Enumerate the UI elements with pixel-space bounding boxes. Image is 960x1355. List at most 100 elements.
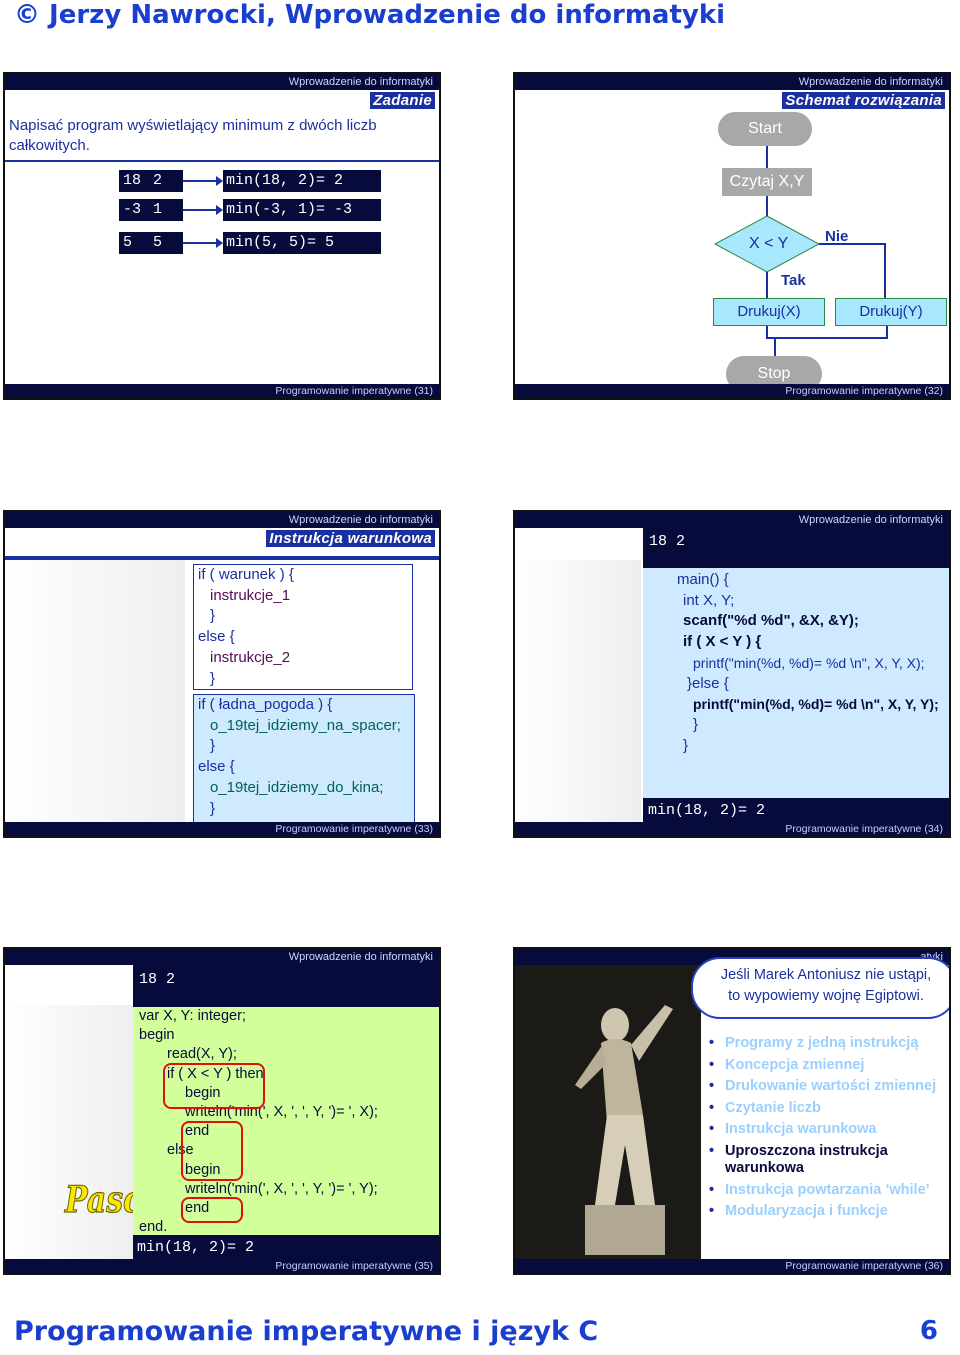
slide-32: Wprowadzenie do informatyki Schemat rozw… bbox=[513, 72, 951, 400]
slide-36: atyki Jeśli Marek Antoniusz nie ustąpi, … bbox=[513, 947, 951, 1275]
divider bbox=[5, 556, 439, 560]
print-y-box: Drukuj(Y) bbox=[835, 298, 947, 326]
task-box bbox=[5, 90, 439, 162]
speech-line: Jeśli Marek Antoniusz nie ustąpi, bbox=[720, 967, 932, 983]
code-line: } bbox=[693, 715, 699, 733]
output-console: min(18, 2)= 2 bbox=[133, 1235, 439, 1263]
example-b: 5 bbox=[153, 234, 163, 251]
highlight-ring bbox=[163, 1063, 265, 1109]
flowchart-connectors bbox=[713, 146, 888, 356]
example-a: 5 bbox=[123, 234, 133, 251]
code-line: else { bbox=[198, 758, 235, 776]
highlight-ring bbox=[181, 1121, 243, 1181]
code-line: if ( ładna_pogoda ) { bbox=[198, 696, 333, 713]
slide-footer: Programowanie imperatywne (34) bbox=[515, 822, 949, 836]
code-line: int X, Y; bbox=[683, 591, 735, 609]
page-footer: Programowanie imperatywne i język C bbox=[14, 1316, 599, 1347]
code-line: } bbox=[210, 737, 216, 755]
code-line: } bbox=[210, 669, 216, 687]
code-line: end bbox=[185, 1123, 210, 1140]
list-item: Programy z jedną instrukcją bbox=[709, 1035, 949, 1053]
connector-line bbox=[819, 243, 886, 298]
slide-footer: Programowanie imperatywne (35) bbox=[5, 1259, 439, 1273]
side-shade bbox=[515, 560, 641, 824]
slide-topbar: Wprowadzenie do informatyki bbox=[515, 74, 949, 90]
yes-label: Tak bbox=[781, 272, 806, 289]
slide-footer: Programowanie imperatywne (32) bbox=[515, 384, 949, 398]
print-x-box: Drukuj(X) bbox=[713, 298, 825, 326]
list-item: Instrukcja warunkowa bbox=[709, 1121, 949, 1139]
page-number: 6 bbox=[919, 1316, 938, 1346]
speech-text: Jeśli Marek Antoniusz nie ustąpi, to wyp… bbox=[701, 965, 949, 1007]
code-line: instrukcje_2 bbox=[210, 648, 291, 666]
connector-line bbox=[775, 324, 888, 339]
input-console: 18 2 bbox=[643, 528, 949, 568]
code-line: if ( X < Y ) { bbox=[683, 633, 762, 651]
input-console: 18 2 bbox=[133, 965, 439, 1007]
side-shade bbox=[5, 1005, 133, 1263]
slide-footer: Programowanie imperatywne (31) bbox=[5, 384, 439, 398]
code-line: else bbox=[167, 1142, 194, 1159]
list-item: Uproszczona instrukcja warunkowa bbox=[709, 1143, 949, 1178]
side-shade bbox=[5, 560, 185, 824]
example-b: 2 bbox=[153, 172, 163, 189]
code-line: o_19tej_idziemy_do_kina; bbox=[210, 778, 384, 796]
list-item: Drukowanie wartości zmiennej bbox=[709, 1078, 949, 1096]
connector-line bbox=[766, 324, 776, 356]
topics-list: Programy z jedną instrukcją Koncepcja zm… bbox=[709, 1035, 949, 1225]
code-line: } bbox=[210, 799, 216, 817]
code-line: } bbox=[683, 736, 689, 754]
slide-footer: Programowanie imperatywne (33) bbox=[5, 822, 439, 836]
slide-topbar: Wprowadzenie do informatyki bbox=[5, 949, 439, 965]
slide-footer: Programowanie imperatywne (36) bbox=[515, 1259, 949, 1273]
highlight-ring bbox=[181, 1197, 243, 1223]
list-item: Instrukcja powtarzania ‘while’ bbox=[709, 1182, 949, 1200]
example-input: 18 2 bbox=[119, 170, 183, 192]
task-text: Napisać program wyświetlający minimum z … bbox=[9, 117, 377, 154]
code-line: begin bbox=[185, 1084, 221, 1101]
slide-34: Wprowadzenie do informatyki 18 2 main() … bbox=[513, 510, 951, 838]
flowchart-start: Start bbox=[718, 112, 812, 146]
output-console: min(18, 2)= 2 bbox=[643, 798, 949, 826]
code-line: printf("min(%d, %d)= %d \n", X, Y, X); bbox=[693, 654, 925, 671]
code-line: printf("min(%d, %d)= %d \n", X, Y, Y); bbox=[693, 696, 939, 713]
code-block-example: if ( ładna_pogoda ) { o_19tej_idziemy_na… bbox=[193, 694, 415, 828]
code-line: var X, Y: integer; bbox=[139, 1008, 246, 1024]
c-code-block: main() { int X, Y; scanf("%d %d", &X, &Y… bbox=[643, 568, 949, 798]
example-output: min(5, 5)= 5 bbox=[223, 232, 381, 254]
example-a: 18 bbox=[123, 172, 142, 189]
code-line: instrukcje_1 bbox=[210, 586, 291, 604]
code-line: if ( X < Y ) then bbox=[167, 1065, 264, 1082]
code-line: o_19tej_idziemy_na_spacer; bbox=[210, 716, 401, 734]
flowchart-read: Czytaj X,Y bbox=[722, 168, 812, 196]
pascal-code-block: var X, Y: integer; begin read(X, Y); if … bbox=[133, 1007, 439, 1236]
slide-topbar: Wprowadzenie do informatyki bbox=[5, 512, 439, 528]
example-output: min(-3, 1)= -3 bbox=[223, 199, 381, 221]
list-item: Modularyzacja i funkcje bbox=[709, 1203, 949, 1221]
arrow-icon bbox=[183, 176, 223, 186]
code-line: end. bbox=[139, 1219, 168, 1236]
no-label: Nie bbox=[825, 228, 849, 245]
arrow-icon bbox=[183, 205, 223, 215]
code-block-generic: if ( warunek ) { instrukcje_1 } else { i… bbox=[193, 564, 413, 690]
code-line: read(X, Y); bbox=[167, 1046, 237, 1063]
code-line: else { bbox=[198, 628, 235, 646]
speech-line: to wypowiemy wojnę Egiptowi. bbox=[728, 988, 924, 1004]
speech-cloud bbox=[691, 957, 949, 1019]
slide-33: Wprowadzenie do informatyki Instrukcja w… bbox=[3, 510, 441, 838]
code-line: }else { bbox=[687, 674, 729, 692]
code-line: } bbox=[210, 607, 216, 625]
slide-31: Wprowadzenie do informatyki Zadanie Napi… bbox=[3, 72, 441, 400]
code-line: writeln('min(', X, ', ', Y, ')= ', Y); bbox=[185, 1180, 378, 1197]
statue-image bbox=[515, 965, 701, 1263]
example-b: 1 bbox=[153, 201, 163, 218]
slide-heading: Schemat rozwiązania bbox=[782, 92, 945, 109]
code-line: begin bbox=[139, 1027, 175, 1044]
code-line: if ( warunek ) { bbox=[198, 566, 294, 583]
slide-topbar: Wprowadzenie do informatyki bbox=[5, 74, 439, 90]
arrow-icon bbox=[183, 238, 223, 248]
code-line: scanf("%d %d", &X, &Y); bbox=[683, 612, 859, 630]
page-title: © Jerzy Nawrocki, Wprowadzenie do inform… bbox=[14, 0, 726, 30]
